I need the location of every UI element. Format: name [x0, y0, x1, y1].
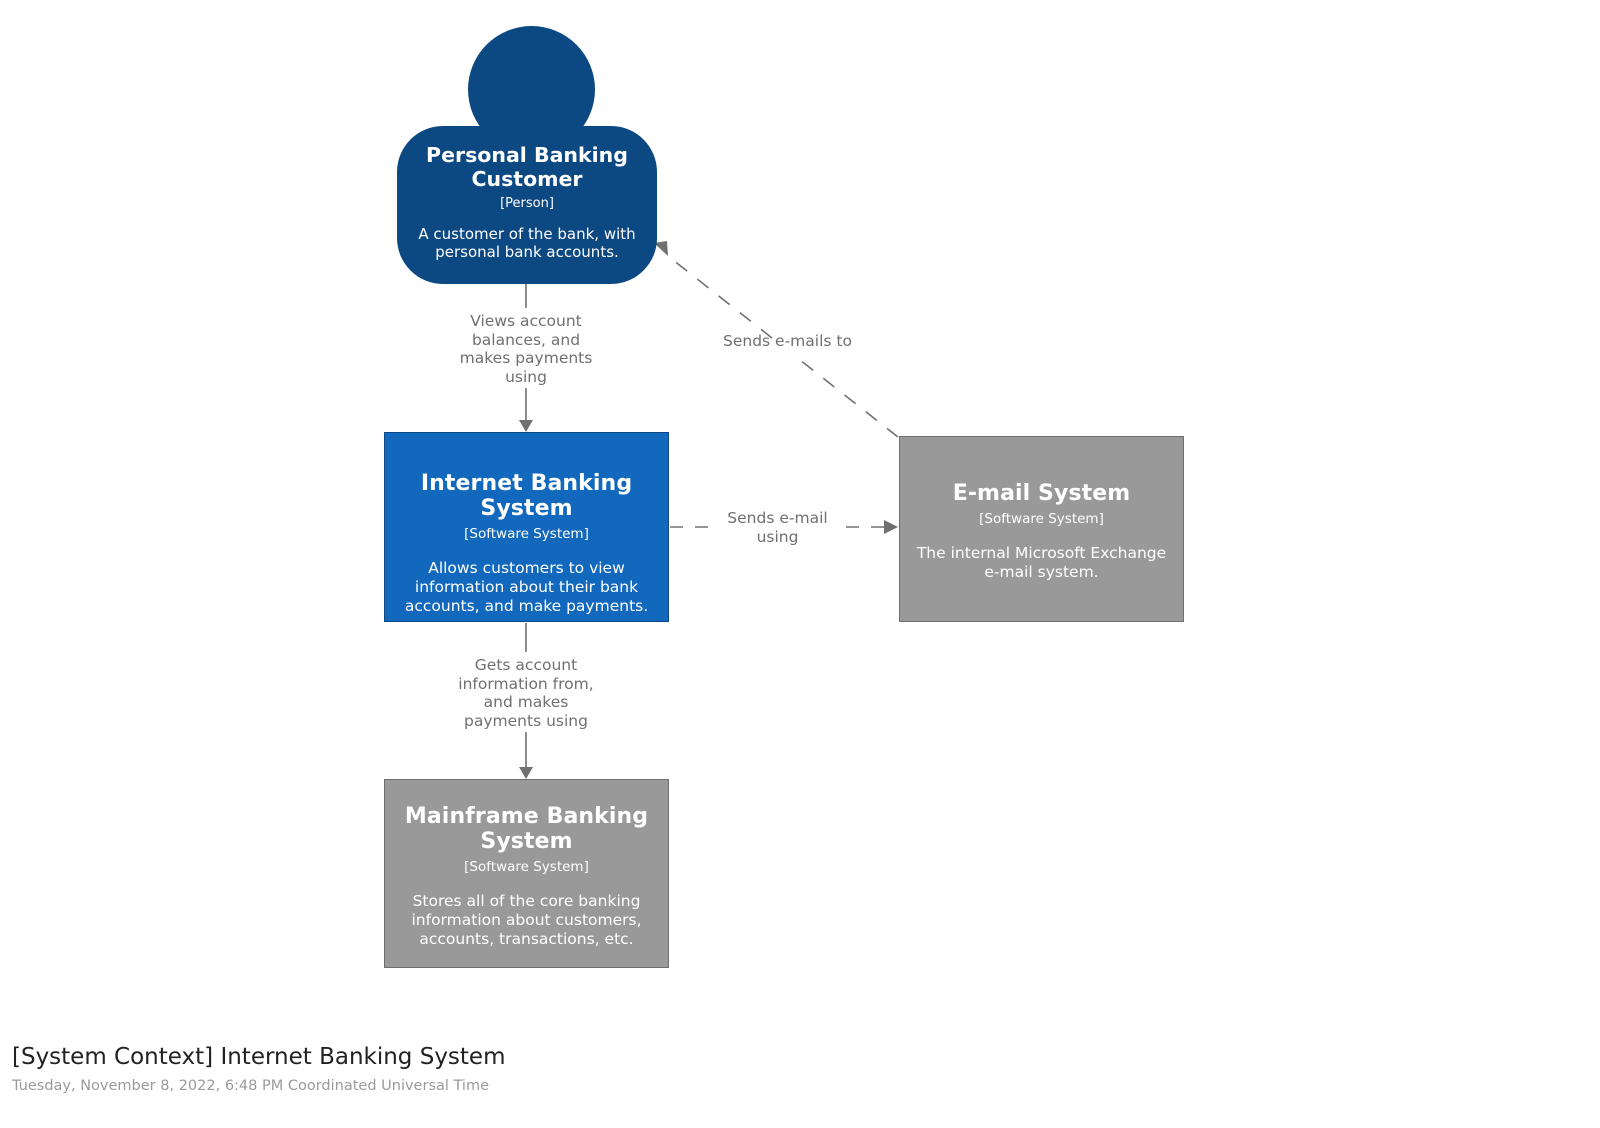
node-description: Allows customers to view information abo… — [404, 559, 649, 616]
edge-label-customer-to-internet-banking: Views account balances, and makes paymen… — [459, 312, 593, 386]
node-internet-banking-system[interactable]: Internet Banking System [Software System… — [384, 432, 669, 622]
diagram-footer: [System Context] Internet Banking System… — [12, 1043, 912, 1095]
edge-label-internet-banking-to-email: Sends e-mail using — [727, 509, 828, 546]
node-mainframe-banking-system[interactable]: Mainframe Banking System [Software Syste… — [384, 779, 669, 968]
node-title: Personal Banking Customer — [426, 143, 628, 191]
node-email-system[interactable]: E-mail System [Software System] The inte… — [899, 436, 1184, 622]
node-description: Stores all of the core banking informati… — [411, 892, 642, 949]
edge-label-internet-banking-to-mainframe: Gets account information from, and makes… — [458, 656, 594, 730]
node-personal-banking-customer[interactable]: Personal Banking Customer [Person] A cus… — [397, 26, 657, 284]
node-type-label: [Software System] — [464, 526, 589, 543]
node-type-label: [Software System] — [979, 511, 1104, 528]
node-description: A customer of the bank, with personal ba… — [418, 224, 636, 261]
person-body: Personal Banking Customer [Person] A cus… — [397, 126, 657, 284]
node-description: The internal Microsoft Exchange e-mail s… — [916, 544, 1167, 582]
node-type-label: [Person] — [500, 195, 554, 211]
node-title: E-mail System — [952, 481, 1131, 506]
edge-label-email-to-customer: Sends e-mails to — [723, 332, 852, 350]
node-title: Mainframe Banking System — [404, 804, 649, 855]
node-type-label: [Software System] — [464, 859, 589, 876]
diagram-timestamp: Tuesday, November 8, 2022, 6:48 PM Coord… — [12, 1077, 490, 1094]
diagram-title: [System Context] Internet Banking System — [12, 1044, 506, 1070]
node-title: Internet Banking System — [420, 471, 633, 522]
